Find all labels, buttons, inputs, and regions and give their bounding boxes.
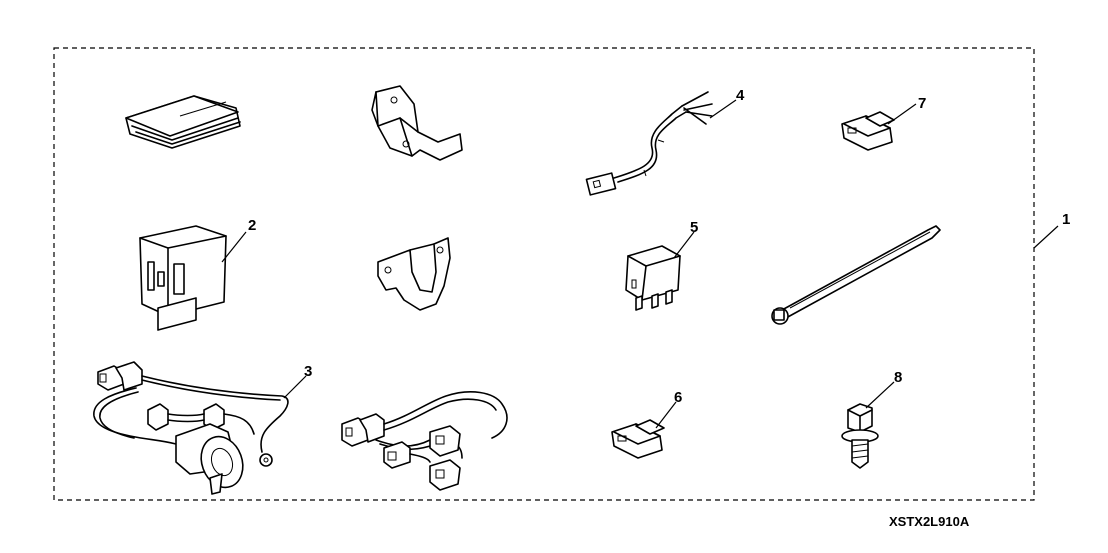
callout-8: 8 [894, 369, 902, 386]
callout-5: 5 [690, 219, 698, 236]
control-unit-icon [139, 225, 227, 331]
callout-1: 1 [1062, 211, 1070, 228]
leader-5 [673, 231, 695, 259]
flange-bolt-icon [841, 403, 879, 469]
callout-6: 6 [674, 389, 682, 406]
connector-clip-icon [841, 111, 895, 151]
instruction-booklet-icon [125, 95, 241, 149]
callout-3: 3 [304, 363, 312, 380]
leader-6 [655, 401, 677, 429]
leader-7 [887, 103, 917, 125]
callout-2: 2 [248, 217, 256, 234]
cable-tie-icon [771, 225, 941, 325]
connector-clip-icon [611, 419, 665, 459]
main-harness-icon [341, 391, 508, 491]
leader-1 [1033, 225, 1059, 249]
relay-icon [625, 245, 681, 311]
leader-3 [283, 375, 307, 399]
leader-8 [865, 381, 895, 409]
leader-2 [221, 231, 247, 263]
socket-harness-icon [93, 361, 289, 495]
kit-boundary [53, 47, 1035, 501]
u-bracket-icon [377, 237, 451, 311]
leader-4 [709, 99, 737, 119]
mounting-bracket-icon [371, 85, 463, 161]
callout-7: 7 [918, 95, 926, 112]
part-code: XSTX2L910A [889, 514, 970, 529]
sub-harness-icon [585, 91, 713, 196]
callout-4: 4 [736, 87, 745, 104]
